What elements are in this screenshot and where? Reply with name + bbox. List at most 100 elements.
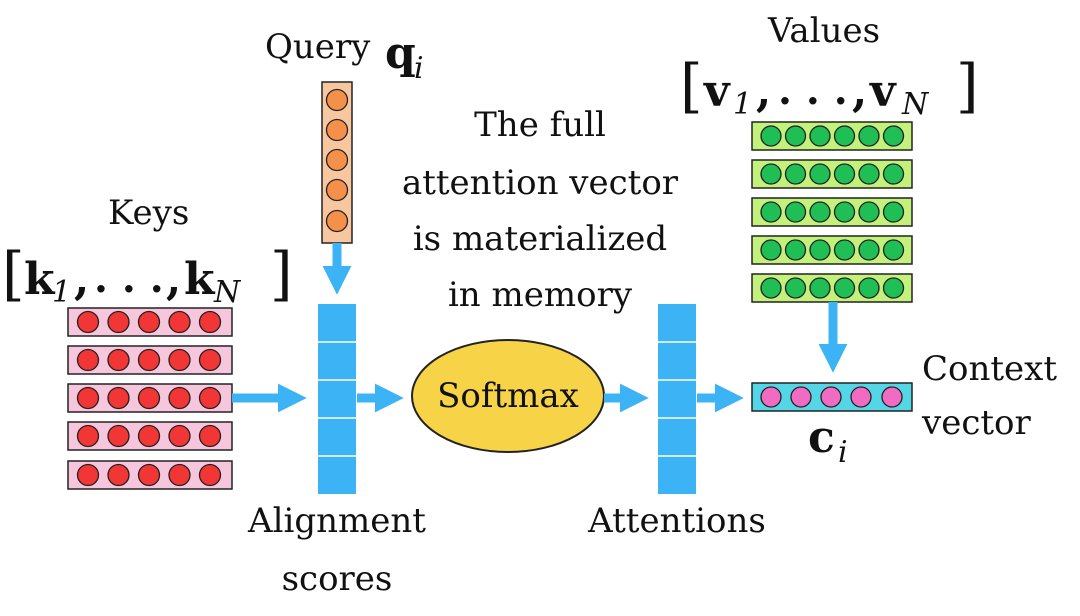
key-unit	[198, 310, 222, 334]
key-unit	[137, 348, 161, 372]
value-unit	[882, 239, 905, 261]
value-unit	[882, 277, 905, 299]
key-unit	[168, 386, 191, 410]
value-unit	[784, 125, 807, 147]
values-open-bracket: [	[680, 52, 703, 120]
value-unit	[809, 125, 831, 147]
value-unit	[882, 125, 905, 147]
values-last-symbol: v	[869, 66, 897, 117]
values-ellipsis: . . .	[778, 67, 848, 114]
value-unit	[858, 163, 880, 185]
value-unit	[784, 163, 807, 185]
value-unit	[858, 277, 880, 299]
alignment-score-bar	[318, 304, 356, 494]
key-unit	[198, 424, 222, 448]
note-line-1: The full	[474, 105, 606, 145]
value-unit	[833, 201, 856, 223]
keys-comma-1: ,	[74, 254, 89, 305]
softmax-label: Softmax	[437, 376, 579, 416]
query-word: Query	[265, 27, 371, 67]
values-first-symbol: v	[703, 66, 731, 117]
value-unit	[833, 125, 856, 147]
key-unit	[198, 463, 222, 487]
key-unit	[198, 386, 222, 410]
context-label-line-1: Context	[922, 349, 1057, 389]
note-line-4: in memory	[448, 275, 633, 315]
value-unit	[858, 201, 880, 223]
keys-open-bracket: [	[2, 240, 25, 308]
values-label: Values [ v 1 , . . . , v N ]	[680, 11, 979, 122]
key-unit	[137, 310, 161, 334]
keys-close-bracket: ]	[270, 240, 293, 308]
alignment-label-line-1: Alignment	[247, 501, 426, 541]
query-unit	[325, 178, 349, 202]
keys-word: Keys	[108, 193, 189, 233]
context-unit	[820, 386, 842, 408]
attention-weight-bar	[658, 304, 696, 494]
query-label: Query q i	[265, 27, 424, 86]
key-unit	[198, 348, 222, 372]
value-unit	[760, 125, 782, 147]
note-line-2: attention vector	[402, 163, 679, 203]
keys-first-symbol: k	[24, 254, 56, 305]
key-unit	[137, 424, 161, 448]
key-unit	[107, 463, 130, 487]
key-unit	[76, 386, 100, 410]
context-vector	[751, 382, 913, 412]
keys-last-subscript: N	[213, 275, 242, 310]
keys-comma-2: ,	[166, 254, 181, 305]
value-unit	[760, 277, 782, 299]
values-first-subscript: 1	[733, 87, 752, 122]
value-unit	[882, 201, 905, 223]
key-unit	[107, 386, 130, 410]
key-unit	[168, 310, 191, 334]
value-unit	[784, 277, 807, 299]
attentions-label: Attentions	[587, 501, 766, 541]
context-subscript: i	[838, 435, 848, 470]
context-unit	[850, 386, 872, 408]
attentions-column	[658, 304, 696, 494]
key-unit	[107, 424, 130, 448]
value-unit	[809, 201, 831, 223]
key-unit	[137, 386, 161, 410]
value-unit	[858, 239, 880, 261]
keys-matrix	[67, 307, 233, 490]
key-unit	[168, 348, 191, 372]
query-unit	[325, 148, 349, 172]
keys-ellipsis: . . .	[94, 255, 164, 302]
key-unit	[76, 348, 100, 372]
value-unit	[882, 163, 905, 185]
keys-last-symbol: k	[184, 254, 216, 305]
values-matrix	[751, 121, 913, 303]
note-line-3: is materialized	[413, 219, 667, 259]
context-unit	[881, 386, 903, 408]
value-unit	[809, 277, 831, 299]
value-unit	[833, 163, 856, 185]
key-unit	[168, 463, 191, 487]
query-vector	[321, 81, 353, 244]
key-unit	[107, 348, 130, 372]
value-unit	[784, 201, 807, 223]
values-comma-1: ,	[756, 66, 771, 117]
context-unit	[790, 386, 812, 408]
key-unit	[76, 310, 100, 334]
values-word: Values	[767, 11, 880, 51]
key-unit	[137, 463, 161, 487]
key-unit	[76, 424, 100, 448]
memory-note: The full attention vector is materialize…	[402, 105, 679, 315]
key-unit	[168, 424, 191, 448]
context-label-line-2: vector	[921, 403, 1032, 443]
context-unit	[760, 386, 782, 408]
value-unit	[784, 239, 807, 261]
query-unit	[325, 88, 349, 112]
context-symbol: c	[808, 412, 835, 463]
value-unit	[809, 163, 831, 185]
key-unit	[76, 463, 100, 487]
values-last-subscript: N	[901, 87, 930, 122]
values-close-bracket: ]	[956, 52, 979, 120]
value-unit	[760, 201, 782, 223]
value-unit	[760, 239, 782, 261]
alignment-label-line-2: scores	[282, 559, 393, 599]
